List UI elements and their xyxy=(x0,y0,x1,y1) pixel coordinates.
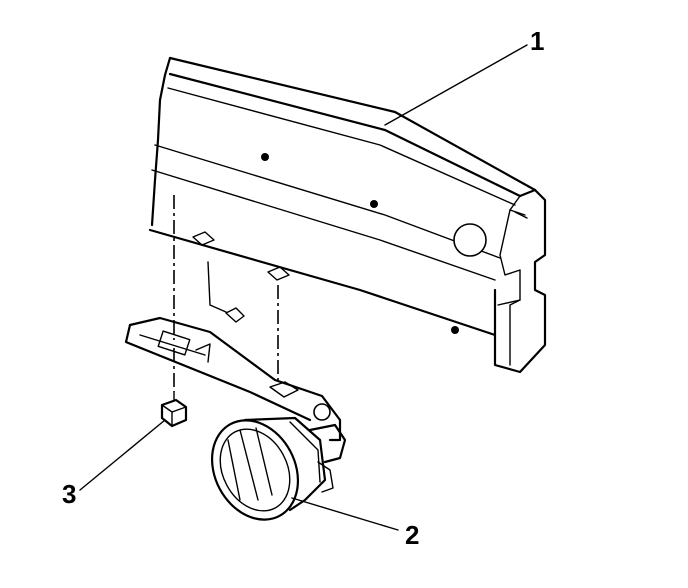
callout-1: 1 xyxy=(530,26,544,56)
alignment-lines xyxy=(173,195,279,392)
mounting-bracket xyxy=(124,316,342,442)
impact-bar xyxy=(148,56,547,374)
fog-lamp xyxy=(210,416,347,521)
callout-3: 3 xyxy=(62,479,76,509)
bolt xyxy=(160,391,188,428)
callout-2: 2 xyxy=(405,520,419,550)
leader-lines xyxy=(79,44,528,531)
